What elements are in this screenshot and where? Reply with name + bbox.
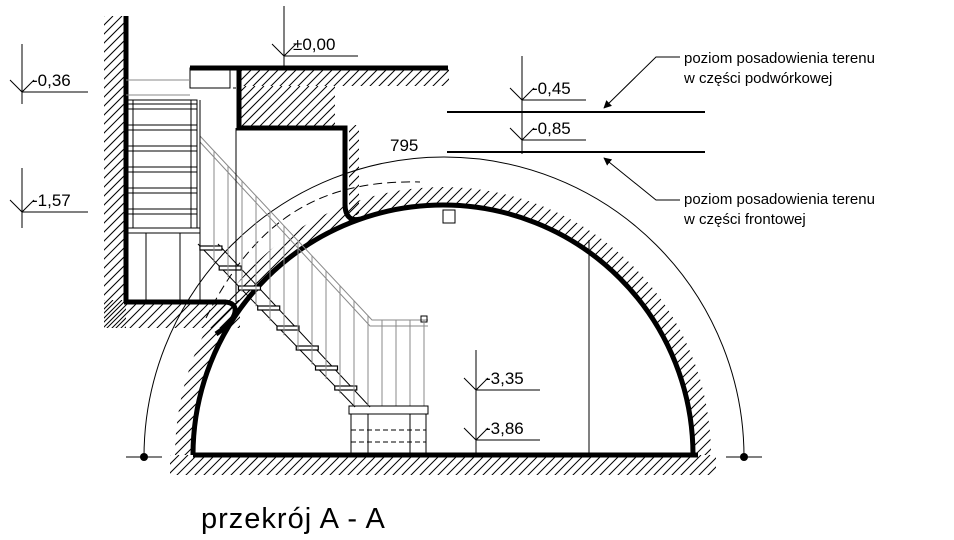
level-label-045: -0,45 bbox=[532, 79, 571, 98]
level-label-157: -1,57 bbox=[32, 191, 71, 210]
level-marker-085: -0,85 bbox=[509, 116, 586, 154]
hatching-bottom bbox=[170, 455, 716, 475]
structure-outline bbox=[123, 16, 698, 458]
level-label-386: -3,86 bbox=[485, 419, 524, 438]
dimension-label-795: 795 bbox=[390, 136, 418, 155]
level-marker-036: -0,36 bbox=[9, 44, 88, 104]
level-marker-386: -3,86 bbox=[463, 400, 540, 456]
level-label-000: ±0,00 bbox=[293, 35, 335, 54]
note-bottom-line-1: poziom posadowienia terenu bbox=[684, 191, 875, 208]
section-title: przekrój A - A bbox=[201, 503, 386, 535]
level-marker-045: -0,45 bbox=[509, 56, 586, 116]
level-marker-000: ±0,00 bbox=[271, 6, 358, 66]
level-label-335: -3,35 bbox=[485, 369, 524, 388]
level-label-036: -0,36 bbox=[32, 71, 71, 90]
level-label-085: -0,85 bbox=[532, 119, 571, 138]
hatching-step bbox=[237, 86, 335, 130]
note-top-line-1: poziom posadowienia terenu bbox=[684, 50, 875, 67]
level-marker-157: -1,57 bbox=[9, 168, 88, 228]
note-top-line-2: w części podwórkowej bbox=[683, 70, 832, 87]
detail-lines bbox=[126, 56, 762, 461]
note-bottom-line-2: w części frontowej bbox=[683, 211, 806, 228]
hatching-wall bbox=[104, 16, 126, 328]
level-marker-335: -3,35 bbox=[463, 350, 540, 410]
hatching-vault bbox=[175, 187, 711, 455]
